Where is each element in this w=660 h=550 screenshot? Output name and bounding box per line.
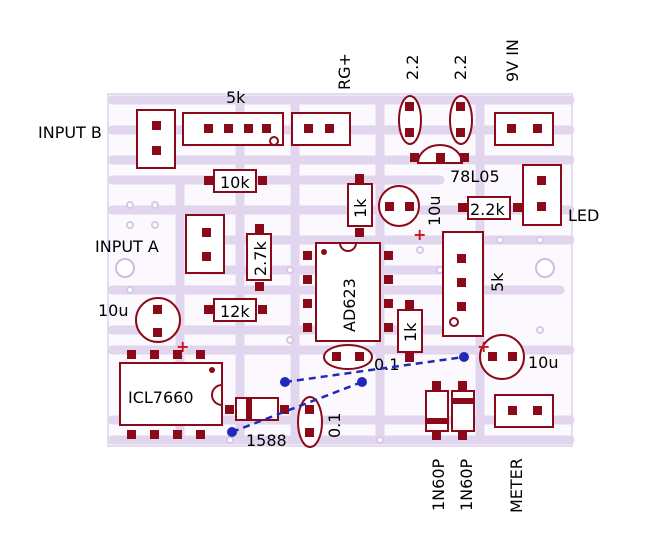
diode-1n60p-a — [425, 381, 449, 440]
jumper-wires — [227, 352, 469, 437]
rg-plus-label: RG+ — [335, 53, 354, 90]
regulator-78l05 — [410, 144, 469, 164]
input-a-connector — [185, 214, 225, 274]
ic-icl7660 — [119, 350, 223, 439]
cap-0-1-a-label: 0.1 — [374, 355, 399, 374]
ic-icl7660-label: ICL7660 — [128, 388, 194, 407]
pot-right-label: 5k — [488, 272, 507, 292]
ic-ad623-label: AD623 — [340, 278, 359, 332]
regulator-label: 78L05 — [450, 167, 500, 186]
cap-2-2-b — [449, 95, 473, 145]
pot-right — [442, 231, 484, 337]
cap-2-2-a-label: 2.2 — [403, 55, 422, 80]
cap-10u-center-plus: + — [413, 225, 426, 244]
cap-2-2-b-label: 2.2 — [451, 55, 470, 80]
meter-label: METER — [507, 458, 526, 513]
resistor-1k-top — [347, 174, 373, 237]
cap-10u-right — [479, 334, 525, 380]
rg-plus-connector — [291, 112, 351, 146]
resistor-1k-top-label: 1k — [351, 198, 370, 218]
diode-1n60p-b — [451, 381, 475, 440]
resistor-2-2k — [458, 196, 522, 220]
input-a-label: INPUT A — [95, 237, 159, 256]
cap-10u-left-label: 10u — [98, 301, 129, 320]
cap-10u-left — [135, 297, 181, 343]
resistor-2-2k-label: 2.2k — [470, 200, 505, 219]
resistor-12k-label: 12k — [220, 302, 250, 321]
cap-10u-right-plus: + — [477, 337, 490, 356]
diode-1n60p-a-label: 1N60P — [429, 458, 448, 511]
pot-top-label: 5k — [226, 88, 246, 107]
input-b-connector — [136, 109, 176, 169]
ic-ad623 — [303, 242, 393, 342]
led-label: LED — [568, 206, 599, 225]
meter-connector — [494, 394, 554, 428]
nine-v-in-label: 9V IN — [503, 39, 522, 82]
led-connector — [522, 164, 562, 226]
cap-10u-center-label: 10u — [425, 196, 444, 227]
resistor-2-7k-label: 2.7k — [251, 241, 270, 276]
diode-1588-label: 1588 — [246, 431, 287, 450]
resistor-10k-label: 10k — [220, 173, 250, 192]
cap-0-1-b-label: 0.1 — [325, 413, 344, 438]
cap-10u-center — [378, 185, 420, 227]
cap-10u-right-label: 10u — [528, 353, 559, 372]
pot-top — [182, 112, 284, 146]
resistor-12k — [204, 298, 267, 322]
cap-0-1-b — [297, 396, 323, 448]
cap-0-1-a — [323, 344, 373, 370]
resistor-2-7k — [246, 224, 272, 291]
diode-1n60p-b-label: 1N60P — [457, 458, 476, 511]
resistor-1k-bottom-label: 1k — [401, 322, 420, 342]
nine-v-in-connector — [494, 112, 554, 146]
resistor-1k-bottom — [397, 300, 423, 362]
resistor-10k — [204, 169, 267, 193]
input-b-label: INPUT B — [38, 123, 102, 142]
cap-2-2-a — [398, 95, 422, 145]
diode-1588 — [225, 397, 289, 421]
